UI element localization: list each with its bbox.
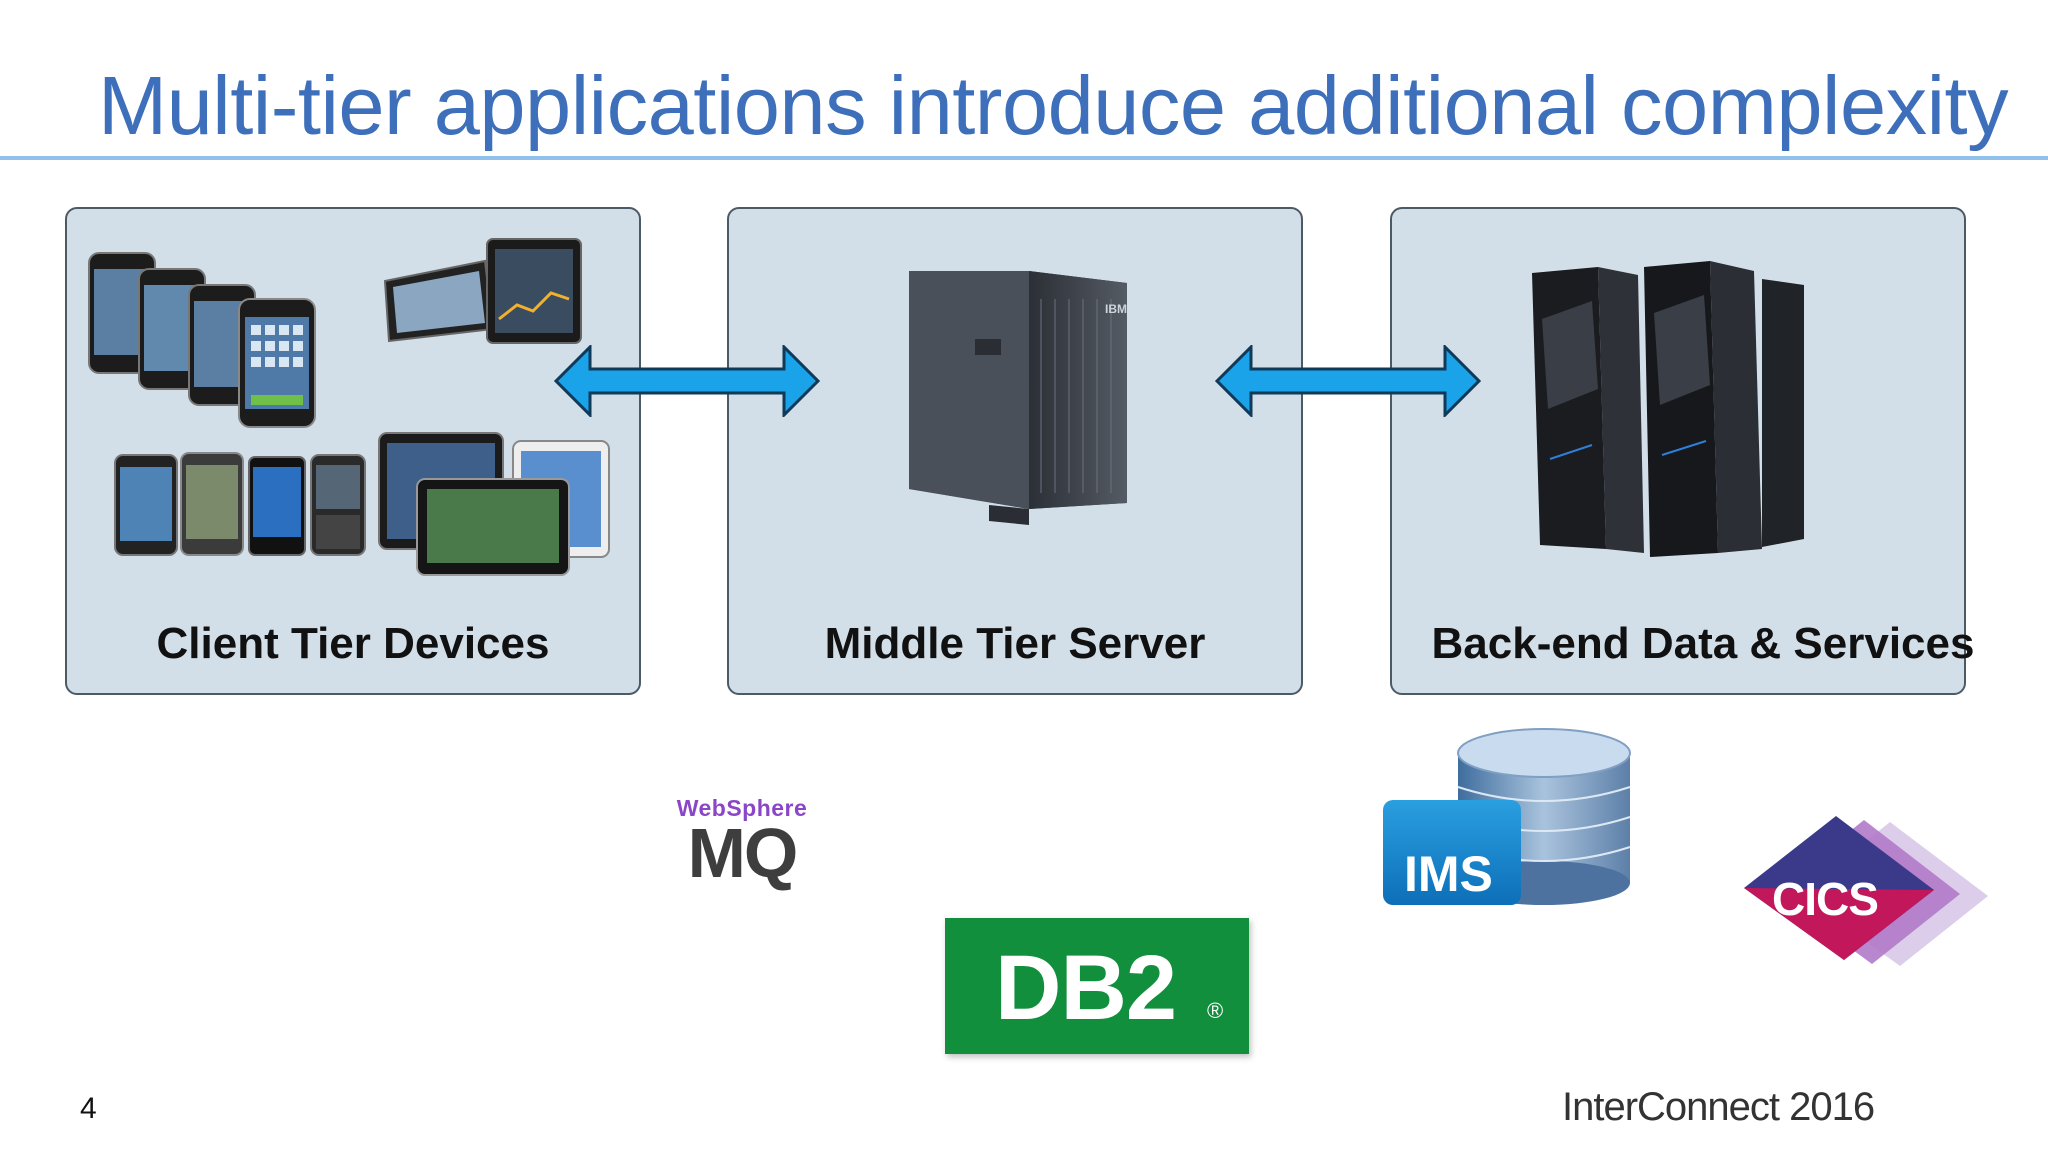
mobile-devices-image [88,238,610,576]
ims-logo: IMS [1380,725,1680,915]
cics-layers-icon [1744,816,1988,966]
cics-logo: CICS [1740,810,2000,970]
footer-brand: InterConnect 2016 [1562,1085,1875,1129]
slide-title: Multi-tier applications introduce additi… [98,59,2009,152]
cics-logo-text: CICS [1772,873,1879,925]
middle-backend-arrow [1215,345,1481,417]
tablet-pair [383,238,582,344]
websphere-mq-logo: WebSphere MQ [652,795,832,892]
db2-logo: DB2 ® [945,918,1249,1054]
ims-badge [1383,800,1521,905]
db2-registered-mark: ® [1207,998,1224,1023]
svg-text:IBM: IBM [1105,302,1127,316]
backend-tier-label: Back-end Data & Services [1431,619,1975,668]
backend-tier-panel: Back-end Data & Services [1390,207,1974,695]
page-number: 4 [80,1092,97,1125]
ims-logo-text: IMS [1404,846,1493,902]
mainframe-image [1532,261,1804,557]
middle-tier-label: Middle Tier Server [824,619,1206,668]
title-divider [0,156,2048,160]
client-tier-label: Client Tier Devices [156,619,550,668]
tablet-row [378,432,610,576]
websphere-mq-logo-top: WebSphere [676,795,808,821]
iphone-stack [88,252,316,428]
websphere-mq-logo-bottom: MQ [687,814,799,892]
smartphone-row [114,452,366,556]
client-middle-arrow [554,345,820,417]
db2-logo-text: DB2 [995,937,1177,1039]
client-tier-panel: Client Tier Devices [65,207,641,695]
middle-tier-panel: IBM Middle Tier Server [727,207,1303,695]
tower-server-image: IBM [909,271,1127,525]
